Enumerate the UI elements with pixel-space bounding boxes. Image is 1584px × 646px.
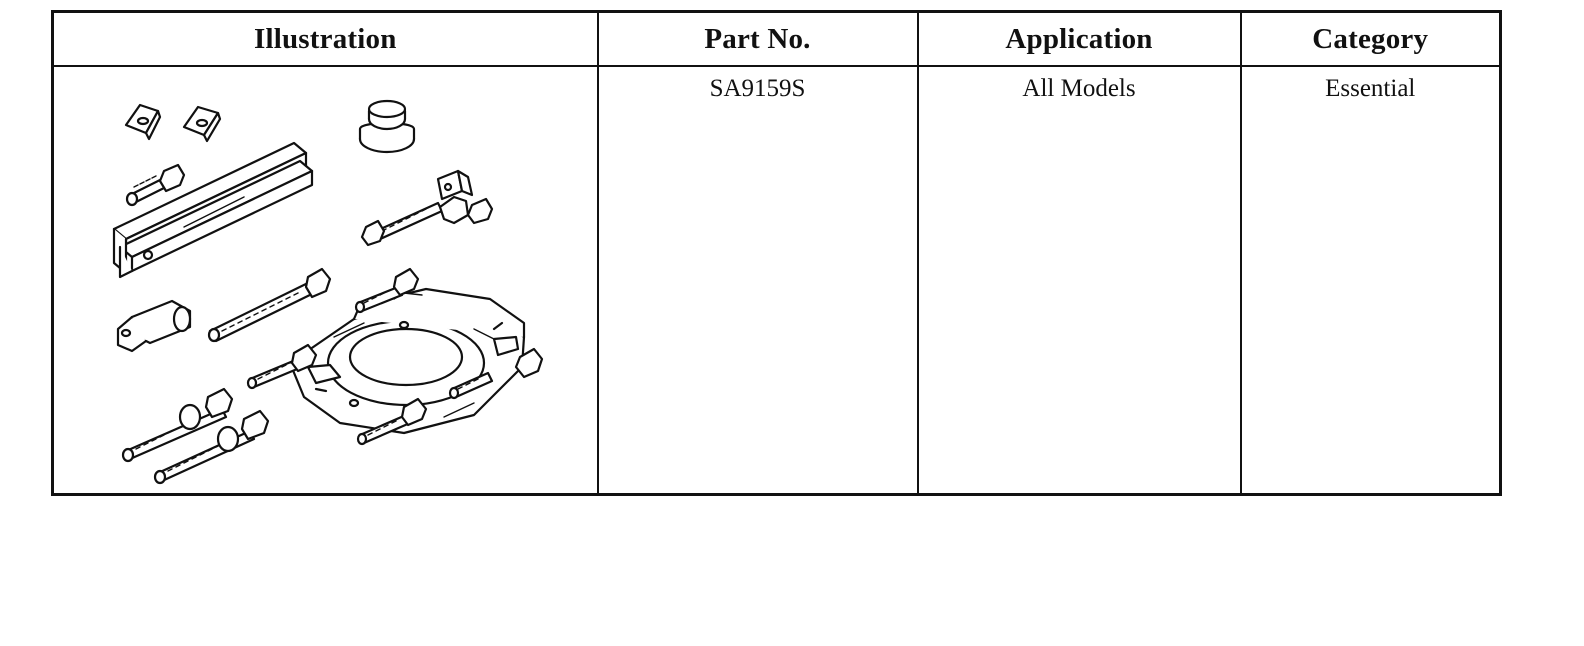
header-application: Application: [916, 10, 1242, 67]
separator-bolt-icon: [356, 397, 428, 446]
application-cell: All Models: [916, 65, 1242, 496]
category-cell: Essential: [1239, 65, 1502, 496]
threaded-rod-icon: [207, 267, 332, 343]
bearing-separator-kit-icon: [112, 99, 544, 485]
parts-table: Illustration Part No. Application Catego…: [51, 10, 1502, 496]
illustration-cell: [51, 65, 599, 496]
puller-leg-icon: [121, 387, 234, 463]
saddle-block-icon: [182, 105, 222, 143]
table-row: SA9159S All Models Essential: [51, 65, 1502, 496]
header-category: Category: [1239, 10, 1502, 67]
swivel-screw-icon: [360, 169, 494, 247]
saddle-block-icon: [124, 103, 162, 141]
short-bolt-icon: [125, 163, 186, 207]
part-no-cell: SA9159S: [596, 65, 919, 496]
separator-bolt-icon: [448, 371, 494, 400]
cap-plug-icon: [358, 99, 416, 154]
separator-bolt-icon: [246, 343, 318, 390]
bridge-bar-icon: [112, 141, 314, 279]
header-row: Illustration Part No. Application Catego…: [51, 10, 1502, 67]
nut-icon: [392, 267, 544, 379]
separator-plate-icon: [288, 287, 526, 435]
puller-leg-icon: [153, 409, 270, 485]
header-part-no: Part No.: [596, 10, 919, 67]
illustration-wrap: [54, 67, 597, 493]
header-illustration: Illustration: [51, 10, 599, 67]
adapter-icon: [116, 299, 192, 353]
